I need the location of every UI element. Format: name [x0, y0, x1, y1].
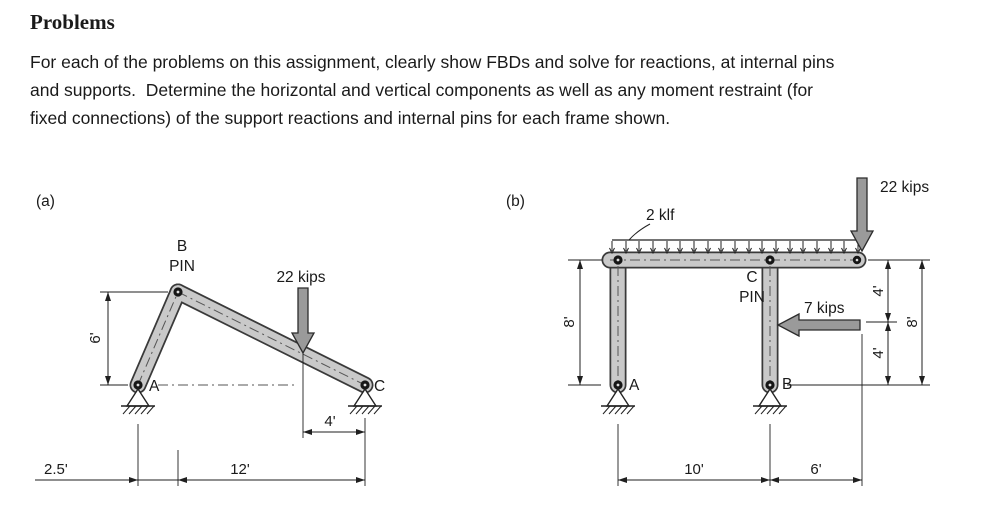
- point-load-top-label: 22 kips: [880, 179, 929, 196]
- joint-member-end: [852, 255, 862, 265]
- instructions-paragraph: For each of the problems on this assignm…: [30, 48, 995, 132]
- joint-b-pin-label: PIN: [169, 258, 195, 275]
- down-arrow-icon: [290, 287, 316, 355]
- dim-right-stack: 4' 4' 8': [787, 259, 930, 386]
- joint-a-label: A: [149, 378, 160, 395]
- dim-height-6ft: 6': [87, 291, 168, 386]
- leader-line: [628, 223, 651, 241]
- joint-b-pin: [173, 287, 183, 297]
- dim-span-label: 12': [230, 461, 250, 478]
- figure-a: (a) 22 kips B P: [35, 193, 385, 486]
- instructions-line-3: fixed connections) of the support reacti…: [30, 108, 671, 128]
- point-load-label-a: 22 kips: [276, 269, 325, 286]
- joint-a-top-b: [613, 255, 623, 265]
- instructions-line-2: and supports. Determine the horizontal a…: [30, 80, 814, 100]
- down-arrow-icon: [849, 177, 875, 253]
- joint-a: [133, 380, 143, 390]
- distributed-load-label: 2 klf: [646, 207, 675, 224]
- distributed-load-arrows-icon: [609, 241, 861, 255]
- dim-right-total-label: 8': [904, 316, 921, 327]
- dim-left-8ft: 8': [561, 259, 602, 386]
- joint-c: [360, 380, 370, 390]
- frame-members-a: [129, 283, 374, 394]
- dim-bottom-b: 10' 6': [617, 334, 863, 486]
- dim-load-offset-label: 4': [324, 413, 335, 430]
- dim-left-height-label: 8': [561, 316, 578, 327]
- dim-bottom-left-label: 10': [684, 461, 704, 478]
- point-load-side-label: 7 kips: [804, 300, 845, 317]
- point-load-22kips-b: 22 kips: [849, 177, 929, 253]
- joint-a-label: A: [629, 377, 640, 394]
- joint-c-pin: [765, 255, 775, 265]
- dim-right-lower-label: 4': [870, 347, 887, 358]
- joint-b: [765, 380, 775, 390]
- instructions-line-1: For each of the problems on this assignm…: [30, 52, 835, 72]
- figure-b-label: (b): [506, 193, 525, 210]
- dim-right-upper-label: 4': [870, 285, 887, 296]
- point-load-22kips-a: 22 kips: [276, 269, 326, 355]
- joint-c-pin-label: PIN: [739, 289, 765, 306]
- frame-members-b: [601, 251, 867, 394]
- point-load-7kips: 7 kips: [776, 300, 861, 338]
- joint-a: [613, 380, 623, 390]
- left-arrow-icon: [776, 312, 861, 338]
- page-title: Problems: [30, 10, 115, 34]
- figure-a-label: (a): [36, 193, 55, 210]
- distributed-load-2klf: 2 klf: [609, 207, 861, 255]
- dim-bottom-a: 2.5' 12': [35, 418, 366, 486]
- figure-b: (b): [506, 177, 930, 486]
- dim-offset-label: 2.5': [44, 461, 68, 478]
- joint-b-label: B: [177, 238, 187, 255]
- dim-height-label: 6': [87, 332, 104, 343]
- joint-b-label: B: [782, 376, 792, 393]
- joint-c-label: C: [746, 269, 757, 286]
- joint-c-label: C: [374, 378, 385, 395]
- dim-load-offset-4ft: 4': [302, 353, 365, 438]
- dim-bottom-right-label: 6': [810, 461, 821, 478]
